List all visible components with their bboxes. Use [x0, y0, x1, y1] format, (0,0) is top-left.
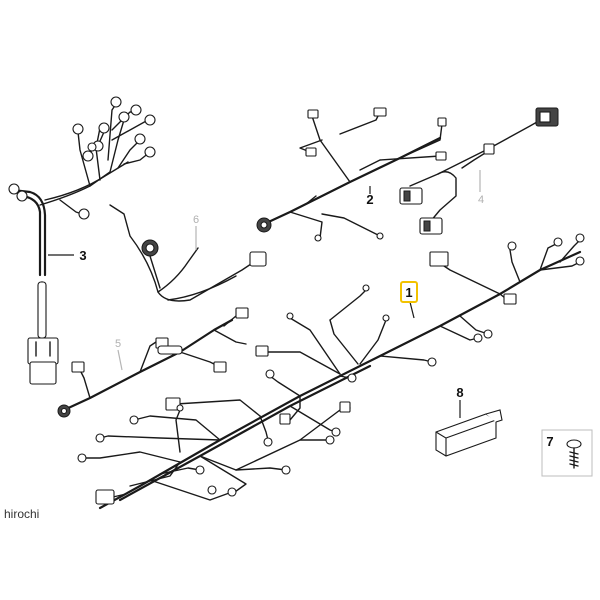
- harness-part-2[interactable]: [256, 107, 447, 242]
- harness-part-5[interactable]: [57, 307, 249, 418]
- callout-8[interactable]: 8: [456, 385, 463, 400]
- main-connector-block: [27, 337, 59, 365]
- callout-5[interactable]: 5: [115, 338, 121, 350]
- part-7-frame: [541, 429, 593, 477]
- callout-1-highlight-box: [400, 281, 418, 303]
- screw-part-7[interactable]: [541, 429, 593, 477]
- callout-6[interactable]: 6: [193, 214, 199, 226]
- harness-part-1[interactable]: [77, 233, 585, 510]
- harness-part-3[interactable]: [8, 96, 156, 385]
- callout-3[interactable]: 3: [79, 248, 86, 263]
- callout-7[interactable]: 7: [546, 434, 553, 449]
- leader-line-5: [117, 349, 123, 371]
- connector-part-8[interactable]: [435, 409, 503, 457]
- callout-1[interactable]: 1: [405, 285, 412, 300]
- harness-part-4[interactable]: [399, 107, 559, 235]
- harness-part-6[interactable]: [109, 204, 267, 302]
- leader-line-1: [409, 301, 415, 319]
- watermark: hirochi: [4, 507, 39, 521]
- callout-4[interactable]: 4: [478, 194, 484, 206]
- callout-2[interactable]: 2: [366, 192, 373, 207]
- connector-plug: [8, 183, 20, 195]
